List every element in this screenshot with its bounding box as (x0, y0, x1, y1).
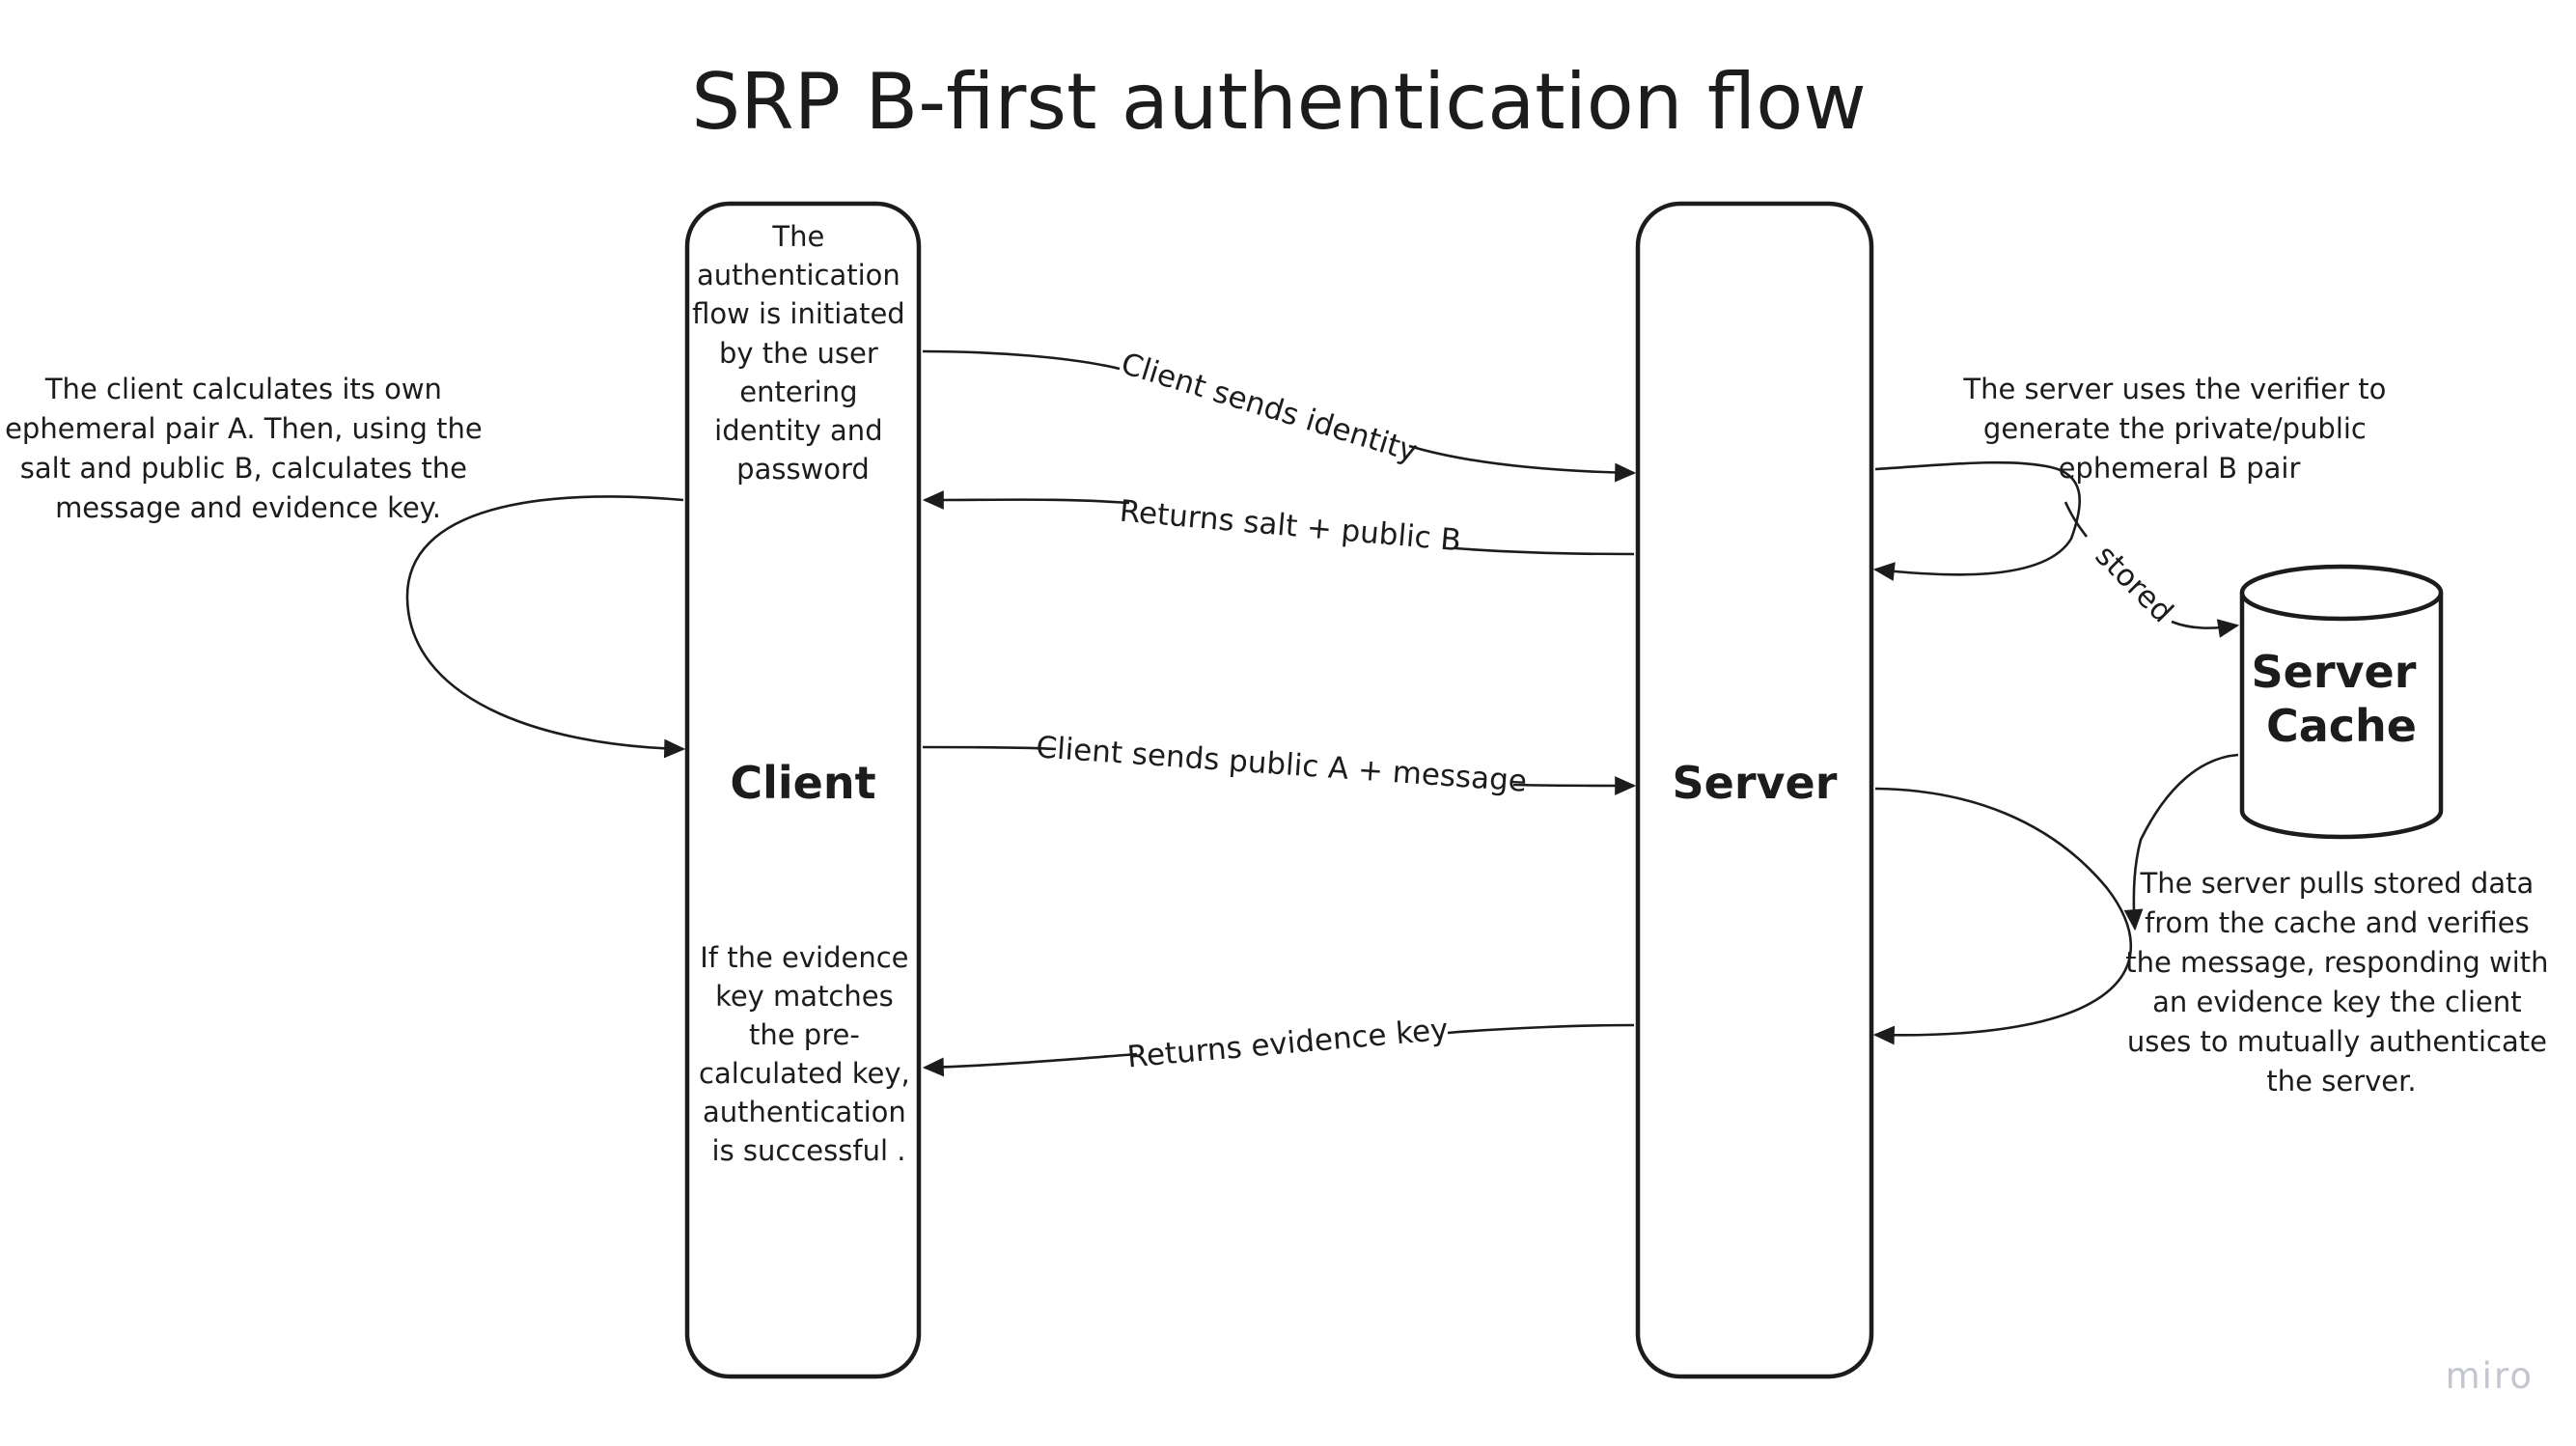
label-send-identity: Client sends identity (1117, 347, 1421, 470)
label-stored: stored (2089, 539, 2180, 630)
label-return-evidence: Returns evidence key (1125, 1013, 1449, 1075)
arrow-client-self-loop (405, 495, 686, 759)
client-end-note: If the evidence key matches the pre- cal… (699, 941, 919, 1167)
arrow-stored-to-cache (2064, 501, 2237, 628)
server-lane-label: Server (1673, 757, 1838, 809)
arrow-return-salt (925, 500, 1635, 556)
arrow-send-identity (922, 349, 1634, 473)
client-lane-box (684, 201, 922, 1379)
label-return-salt: Returns salt + public B (1119, 494, 1463, 559)
client-calc-note: The client calculates its own ephemeral … (5, 373, 491, 524)
arrow-send-public-a (922, 745, 1634, 786)
client-lane-label: Client (730, 757, 875, 809)
label-send-public-a: Client sends public A + message (1035, 730, 1528, 798)
server-pull-note: The server pulls stored data from the ca… (2125, 867, 2558, 1098)
server-cache-cylinder (2239, 564, 2444, 840)
arrow-server-verify-loop (1872, 787, 2133, 1045)
client-start-note: The authentication flow is initiated by … (692, 220, 914, 486)
arrow-return-evidence (925, 1023, 1635, 1068)
page-title: SRP B-first authentication flow (691, 57, 1866, 147)
server-cache-label: Server Cache (2252, 646, 2432, 752)
arrow-server-self-loop (1872, 460, 2082, 581)
server-generate-note: The server uses the verifier to generate… (1962, 373, 2395, 485)
miro-watermark: miro (2446, 1355, 2534, 1397)
arrow-cache-pull (2123, 753, 2239, 932)
